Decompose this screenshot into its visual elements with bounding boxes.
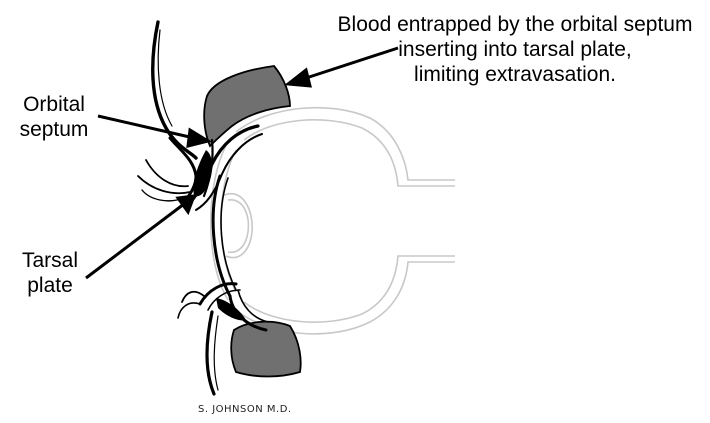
tarsal-plate-line-2: plate bbox=[10, 273, 90, 298]
artist-signature: S. JOHNSON M.D. bbox=[198, 404, 292, 415]
callout-line-1: Blood entrapped by the orbital septum bbox=[330, 12, 700, 37]
septum-arrow-line bbox=[98, 116, 194, 138]
callout-arrowhead bbox=[288, 70, 310, 86]
callout-label: Blood entrapped by the orbital septum in… bbox=[330, 12, 700, 87]
tarsal-arrowhead bbox=[178, 196, 194, 212]
tarsal-arrow-line bbox=[86, 204, 184, 278]
callout-line-2: inserting into tarsal plate, bbox=[330, 37, 700, 62]
tarsal-plate-label: Tarsal plate bbox=[10, 248, 90, 298]
upper-blood-collection bbox=[204, 66, 290, 146]
orbital-septum-label: Orbital septum bbox=[12, 92, 96, 142]
orbital-septum-line-1: Orbital bbox=[12, 92, 96, 117]
tarsal-plate-line-1: Tarsal bbox=[10, 248, 90, 273]
orbital-septum-line-2: septum bbox=[12, 117, 96, 142]
upper-eyelid bbox=[138, 22, 262, 296]
callout-line-3: limiting extravasation. bbox=[330, 62, 700, 87]
